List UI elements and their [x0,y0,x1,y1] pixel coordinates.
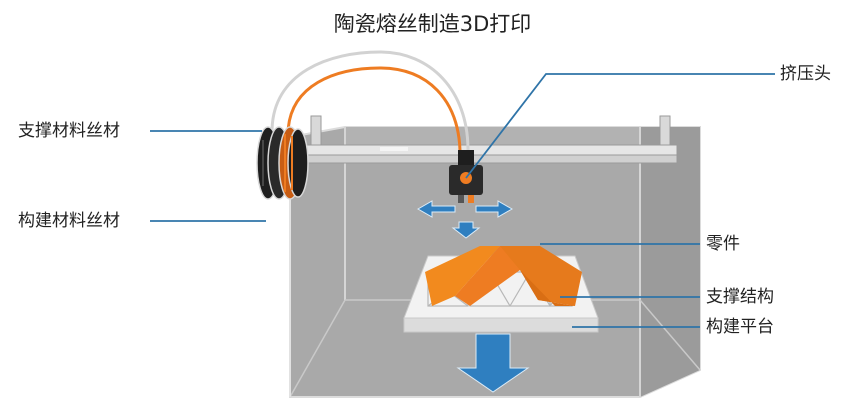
printed-part [425,246,582,306]
label-build-filament: 构建材料丝材 [18,211,120,231]
diagram-title: 陶瓷熔丝制造3D打印 [333,12,532,36]
extruder-head [449,150,483,203]
label-part: 零件 [706,234,740,254]
filament-tubes [270,50,470,151]
filament-spools [256,126,309,200]
leader-lines [150,73,775,328]
label-support-structure: 支撑结构 [706,287,774,307]
label-support-filament: 支撑材料丝材 [18,121,120,141]
movement-arrows [416,200,530,393]
label-build-platform: 构建平台 [706,317,774,337]
label-extruder: 挤压头 [780,64,831,84]
